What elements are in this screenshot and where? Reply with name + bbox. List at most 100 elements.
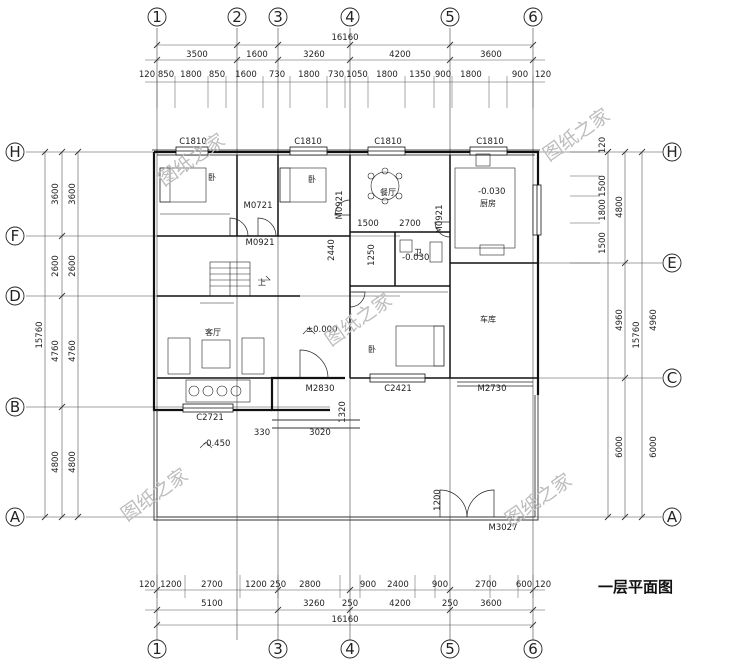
door-label: M0721 xyxy=(244,201,273,211)
room-label-dining: 餐厅 xyxy=(380,188,396,197)
window-label: C1810 xyxy=(179,137,207,147)
dim-top-detail: 120 xyxy=(139,70,155,80)
misc-dim: 2440 xyxy=(327,239,337,261)
dim-top-detail: 1800 xyxy=(298,70,320,80)
elevation-marks: ±0.000 -0.450 -0.030 -0.030 xyxy=(199,187,505,449)
dim-bottom-detail: 120 xyxy=(139,580,155,590)
dim-right-seg: 4960 xyxy=(615,309,625,331)
stair-up-label: 上 xyxy=(258,278,266,287)
dim-top-total: 16160 xyxy=(331,33,358,43)
dim-bottom-detail: 1200 xyxy=(245,580,267,590)
dim-top-detail: 900 xyxy=(435,70,451,80)
axis-label-A-left: A xyxy=(10,508,21,526)
staircase xyxy=(209,261,271,297)
misc-dim: 330 xyxy=(254,428,270,438)
elevation-bath: -0.030 xyxy=(402,253,429,263)
axis-label-C-right: C xyxy=(667,369,677,387)
door-label: M0921 xyxy=(435,205,445,234)
axis-label-4-bottom: 4 xyxy=(345,640,355,658)
dim-top-detail: 1800 xyxy=(376,70,398,80)
room-label-kitchen: 厨房 xyxy=(480,198,496,208)
elevation-symbol xyxy=(302,327,316,335)
right-dimensions: 120 1500 1800 1500 4800 4960 6000 15760 … xyxy=(598,137,659,458)
window-label: C1810 xyxy=(476,137,504,147)
dim-right-detail: 1500 xyxy=(598,175,608,197)
axis-label-1-top: 1 xyxy=(152,8,162,26)
window-label: C1810 xyxy=(294,137,322,147)
window-label: C1810 xyxy=(374,137,402,147)
elevation-symbol xyxy=(199,441,213,449)
dim-right-detail: 120 xyxy=(598,137,608,153)
axis-label-1-bottom: 1 xyxy=(152,640,162,658)
watermark: 图纸之家 xyxy=(539,104,614,166)
axis-bubbles xyxy=(5,7,682,659)
misc-dim: 1500 xyxy=(357,219,379,229)
dim-top-detail: 1600 xyxy=(235,70,257,80)
axis-label-3-bottom: 3 xyxy=(273,640,283,658)
left-dimensions: 15760 3600 2600 4760 4800 3600 2600 4760… xyxy=(35,183,78,473)
dim-right-detail: 1800 xyxy=(598,199,608,221)
dim-bottom-total: 16160 xyxy=(331,615,358,625)
dim-bottom-detail: 2400 xyxy=(387,580,409,590)
dim-bottom-seg: 250 xyxy=(342,599,358,609)
door-label: M3027 xyxy=(489,523,518,533)
dim-top-detail: 900 xyxy=(512,70,528,80)
dim-bottom-detail: 2700 xyxy=(475,580,497,590)
dim-top-seg: 1600 xyxy=(246,50,268,60)
elevation-kitchen: -0.030 xyxy=(478,187,505,197)
watermark: 图纸之家 xyxy=(321,289,396,351)
watermarks: 图纸之家 图纸之家 图纸之家 图纸之家 图纸之家 xyxy=(117,104,614,531)
elevation-terrace: -0.450 xyxy=(203,439,230,449)
axis-label-3-top: 3 xyxy=(273,8,283,26)
dim-bottom-detail: 2700 xyxy=(201,580,223,590)
door-labels: M0921 M0721 M0921 M0921 M2830 M2730 M302… xyxy=(244,191,518,533)
dim-top-detail: 1350 xyxy=(409,70,431,80)
dim-right-seg: 4800 xyxy=(615,196,625,218)
dimension-detail-ticks xyxy=(156,76,600,598)
misc-dim: 1200 xyxy=(433,489,443,511)
dim-bottom-detail: 900 xyxy=(360,580,376,590)
axis-label-H-right: H xyxy=(666,143,677,161)
dimension-ticks xyxy=(41,41,646,629)
dim-top-seg: 3500 xyxy=(186,50,208,60)
dimension-lines xyxy=(44,44,643,626)
dim-right-seg-outer: 6000 xyxy=(649,436,659,458)
door-label: M0921 xyxy=(246,238,275,248)
dim-left-seg: 2600 xyxy=(51,255,61,277)
dim-bottom-detail: 120 xyxy=(535,580,551,590)
room-labels: 卧 卧 餐厅 厨房 客厅 卧 车库 卫 xyxy=(205,173,496,354)
misc-dimensions: 2700 1500 1250 2440 3020 330 1200 1320 上 xyxy=(254,219,443,511)
dim-left-seg-outer: 2600 xyxy=(68,255,78,277)
axis-label-2-top: 2 xyxy=(232,8,242,26)
bottom-dimensions: 120 1200 2700 1200 250 2800 900 2400 900… xyxy=(139,580,551,625)
dim-bottom-detail: 2800 xyxy=(299,580,321,590)
axis-label-5-top: 5 xyxy=(445,8,455,26)
axis-label-H-left: H xyxy=(9,143,20,161)
dim-right-total: 15760 xyxy=(632,321,642,348)
dim-left-seg-outer: 3600 xyxy=(68,183,78,205)
window-label: C2721 xyxy=(196,413,224,423)
furniture xyxy=(159,153,516,403)
dim-bottom-detail: 250 xyxy=(270,580,286,590)
dim-left-seg: 4800 xyxy=(51,451,61,473)
dim-bottom-detail: 1200 xyxy=(160,580,182,590)
dim-top-detail: 1800 xyxy=(180,70,202,80)
dim-bottom-detail: 900 xyxy=(432,580,448,590)
axis-labels: 1 2 3 4 5 6 1 3 4 5 6 H F D B A H E C A xyxy=(9,8,678,658)
dim-top-seg: 4200 xyxy=(389,50,411,60)
dim-left-seg: 3600 xyxy=(51,183,61,205)
dim-right-detail: 1500 xyxy=(598,232,608,254)
windows xyxy=(175,146,542,413)
dim-top-detail: 850 xyxy=(158,70,174,80)
terrace-outline xyxy=(153,395,539,521)
room-label-bedroom-3: 卧 xyxy=(368,345,376,354)
misc-dim: 3020 xyxy=(309,428,331,438)
doors xyxy=(229,199,533,518)
dim-bottom-seg: 4200 xyxy=(389,599,411,609)
plan-title: 一层平面图 xyxy=(598,578,673,596)
axis-label-D-left: D xyxy=(9,287,21,305)
axis-label-5-bottom: 5 xyxy=(445,640,455,658)
dim-top-detail: 1800 xyxy=(460,70,482,80)
window-labels: C1810 C1810 C1810 C1810 C2721 C2421 xyxy=(179,137,504,423)
axis-label-4-top: 4 xyxy=(345,8,355,26)
